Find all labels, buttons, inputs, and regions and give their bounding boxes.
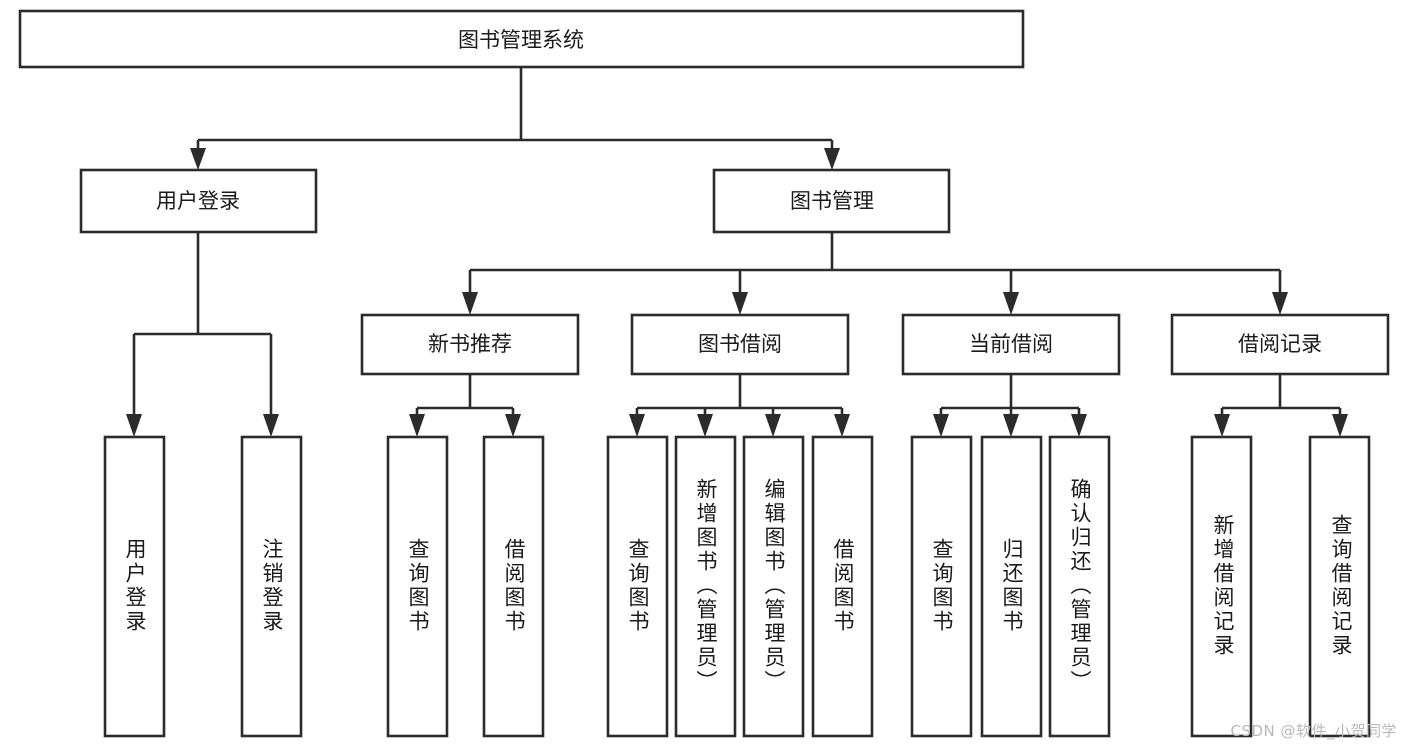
node-book-manage-label: 图书管理: [790, 189, 874, 213]
arrowhead-leaf-edit-book: [765, 414, 781, 437]
connectors-current-borrow-to-leaves: [933, 374, 1087, 437]
node-leaf-edit-book-label: 编辑图书（管理员）: [762, 478, 786, 694]
arrowhead-leaf-query-book-1: [409, 414, 425, 437]
node-leaf-query-book-3-box[interactable]: [910, 435, 973, 738]
node-leaf-query-book-1[interactable]: 查询图书: [386, 435, 449, 738]
node-leaf-query-book-1-label: 查询图书: [406, 538, 430, 634]
node-leaf-borrow-book-2-box[interactable]: [811, 435, 874, 738]
node-leaf-query-book-3-label: 查询图书: [930, 538, 954, 634]
connectors-user-login-to-leaves: [126, 232, 279, 437]
node-leaf-query-record-label: 查询借阅记录: [1329, 514, 1353, 658]
node-leaf-borrow-book-2[interactable]: 借阅图书: [811, 435, 874, 738]
arrowhead-book-borrow: [732, 292, 748, 315]
connectors-book-manage-to-level2: [462, 232, 1288, 315]
connectors-new-book-rec-to-leaves: [409, 374, 521, 437]
node-leaf-add-book-box[interactable]: [674, 435, 737, 738]
node-leaf-confirm-return[interactable]: 确认归还（管理员）: [1048, 435, 1111, 738]
arrowhead-leaf-query-book-3: [933, 414, 949, 437]
node-current-borrow-label: 当前借阅: [969, 332, 1053, 356]
arrowhead-leaf-query-book-2: [629, 414, 645, 437]
connectors-borrow-record-to-leaves: [1214, 374, 1348, 437]
node-leaf-edit-book-box[interactable]: [742, 435, 805, 738]
connectors-book-borrow-to-leaves: [629, 374, 850, 437]
node-new-book-rec-label: 新书推荐: [428, 332, 512, 356]
node-leaf-query-book-2-box[interactable]: [606, 435, 669, 738]
arrowhead-leaf-user-login: [126, 414, 142, 437]
node-leaf-add-record-label: 新增借阅记录: [1211, 514, 1235, 658]
node-leaf-add-record[interactable]: 新增借阅记录: [1190, 435, 1253, 738]
arrowhead-current-borrow: [1003, 292, 1019, 315]
node-leaf-query-record-box[interactable]: [1308, 435, 1371, 738]
node-leaf-logout-login-box[interactable]: [240, 435, 303, 738]
arrowhead-leaf-add-record: [1214, 414, 1230, 437]
node-borrow-record-box[interactable]: [1170, 313, 1390, 376]
node-new-book-rec[interactable]: 新书推荐: [360, 313, 580, 376]
node-leaf-add-record-box[interactable]: [1190, 435, 1253, 738]
node-user-login-box[interactable]: [79, 168, 318, 234]
node-user-login[interactable]: 用户登录: [79, 168, 318, 234]
node-leaf-borrow-book-1-box[interactable]: [482, 435, 545, 738]
arrowhead-leaf-return-book: [1003, 414, 1019, 437]
arrowhead-leaf-add-book: [697, 414, 713, 437]
arrowhead-book-manage: [824, 148, 840, 170]
node-leaf-borrow-book-2-label: 借阅图书: [831, 538, 855, 634]
arrowhead-leaf-logout-login: [263, 414, 279, 437]
arrowhead-leaf-query-record: [1332, 414, 1348, 437]
node-book-borrow[interactable]: 图书借阅: [630, 313, 850, 376]
node-leaf-confirm-return-box[interactable]: [1048, 435, 1111, 738]
arrowhead-new-book-rec: [462, 292, 478, 315]
node-borrow-record-label: 借阅记录: [1238, 332, 1322, 356]
node-leaf-user-login[interactable]: 用户登录: [103, 435, 166, 738]
node-leaf-user-login-label: 用户登录: [123, 538, 147, 634]
node-book-manage-box[interactable]: [712, 168, 951, 234]
node-leaf-query-book-2-label: 查询图书: [626, 538, 650, 634]
arrowhead-leaf-borrow-book-2: [834, 414, 850, 437]
node-current-borrow[interactable]: 当前借阅: [901, 313, 1121, 376]
node-leaf-user-login-box[interactable]: [103, 435, 166, 738]
node-book-borrow-box[interactable]: [630, 313, 850, 376]
node-leaf-add-book[interactable]: 新增图书（管理员）: [674, 435, 737, 738]
arrowhead-leaf-borrow-book-1: [505, 414, 521, 437]
arrowhead-user-login: [190, 148, 206, 170]
node-leaf-return-book-label: 归还图书: [1000, 538, 1024, 634]
node-root-box[interactable]: [18, 9, 1025, 69]
node-user-login-label: 用户登录: [156, 189, 240, 213]
node-current-borrow-box[interactable]: [901, 313, 1121, 376]
node-leaf-borrow-book-1-label: 借阅图书: [502, 538, 526, 634]
node-leaf-query-book-3[interactable]: 查询图书: [910, 435, 973, 738]
node-root[interactable]: 图书管理系统: [18, 9, 1025, 69]
node-book-borrow-label: 图书借阅: [698, 332, 782, 356]
node-new-book-rec-box[interactable]: [360, 313, 580, 376]
node-leaf-borrow-book-1[interactable]: 借阅图书: [482, 435, 545, 738]
node-leaf-return-book[interactable]: 归还图书: [980, 435, 1043, 738]
node-leaf-add-book-label: 新增图书（管理员）: [694, 478, 718, 694]
node-leaf-return-book-box[interactable]: [980, 435, 1043, 738]
node-leaf-query-book-1-box[interactable]: [386, 435, 449, 738]
node-book-manage[interactable]: 图书管理: [712, 168, 951, 234]
node-leaf-logout-login-label: 注销登录: [260, 538, 284, 634]
node-root-label: 图书管理系统: [458, 28, 584, 52]
node-leaf-edit-book[interactable]: 编辑图书（管理员）: [742, 435, 805, 738]
node-leaf-query-record[interactable]: 查询借阅记录: [1308, 435, 1371, 738]
arrowhead-borrow-record: [1272, 292, 1288, 315]
node-leaf-logout-login[interactable]: 注销登录: [240, 435, 303, 738]
node-leaf-query-book-2[interactable]: 查询图书: [606, 435, 669, 738]
connectors-root-to-level1: [190, 67, 840, 170]
node-leaf-confirm-return-label: 确认归还（管理员）: [1068, 478, 1092, 694]
arrowhead-leaf-confirm-return: [1071, 414, 1087, 437]
node-borrow-record[interactable]: 借阅记录: [1170, 313, 1390, 376]
